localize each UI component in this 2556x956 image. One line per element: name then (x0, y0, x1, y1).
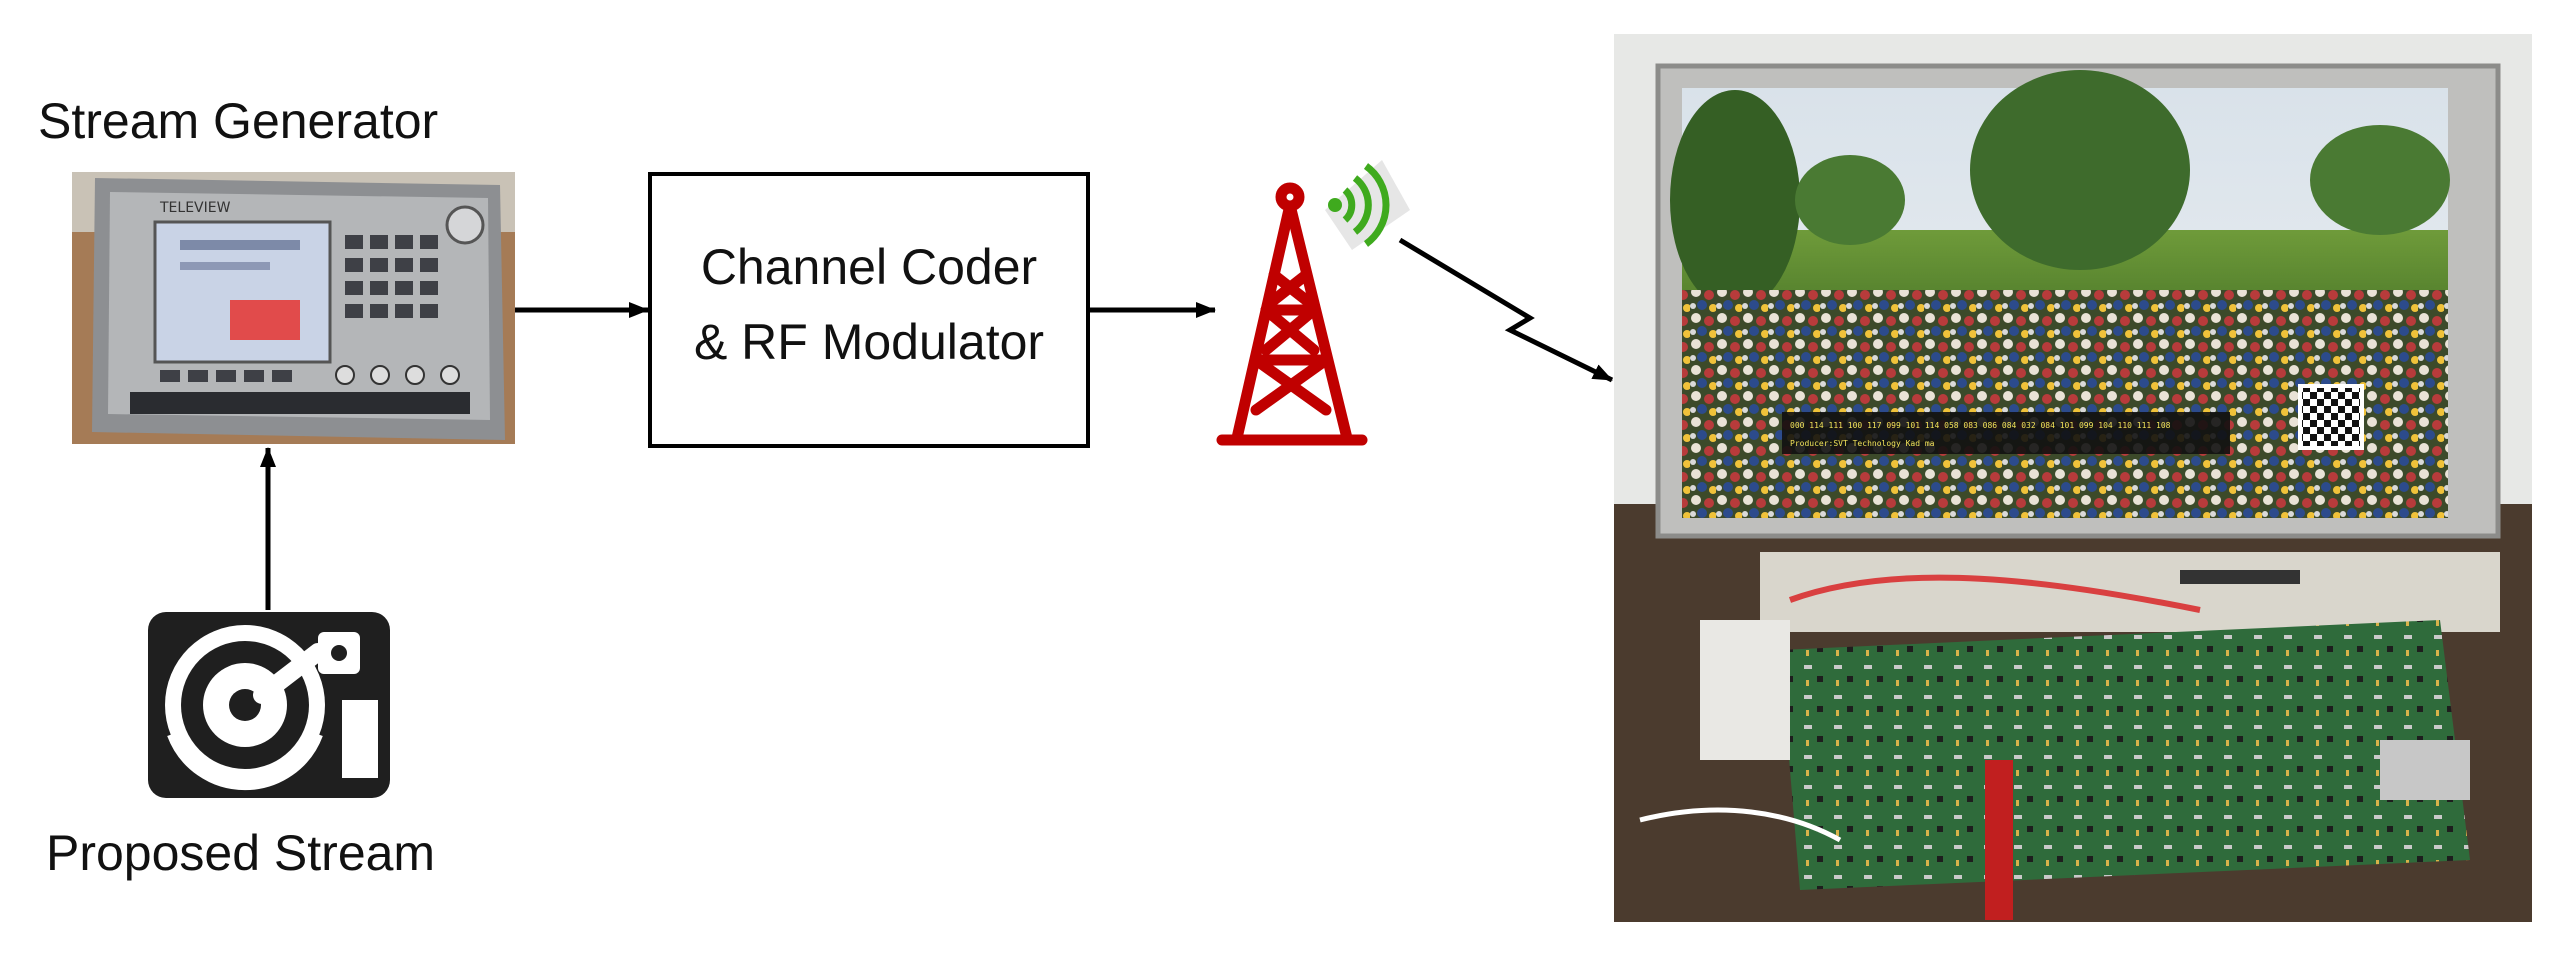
coder-label-line1: Channel Coder (700, 239, 1038, 295)
caption-text: Producer:SVT Technology Kad ma (1790, 439, 1935, 448)
hard-disk-icon (148, 612, 390, 798)
proposed-stream-label: Proposed Stream (46, 825, 436, 881)
wireless-link-arrow (1398, 237, 1614, 383)
caption-numbers: 000 114 111 100 117 099 101 114 058 083 … (1790, 421, 2171, 430)
channel-coder-box (648, 172, 1090, 448)
knob-icon (445, 205, 485, 245)
qr-code-icon (2298, 384, 2364, 450)
circuit-board (1780, 620, 2470, 890)
device-brand: TELEVIEW (159, 200, 231, 216)
wifi-signal-icon (1325, 160, 1410, 250)
stream-generator-label: Stream Generator (38, 93, 439, 149)
receiver-display-photo: 000 114 111 100 117 099 101 114 058 083 … (1614, 34, 2532, 922)
caption-bar (1782, 412, 2230, 454)
transmission-tower-icon (1216, 182, 1368, 446)
coder-label-line2: & RF Modulator (693, 314, 1045, 370)
stream-generator-device: TELEVIEW (72, 172, 515, 444)
